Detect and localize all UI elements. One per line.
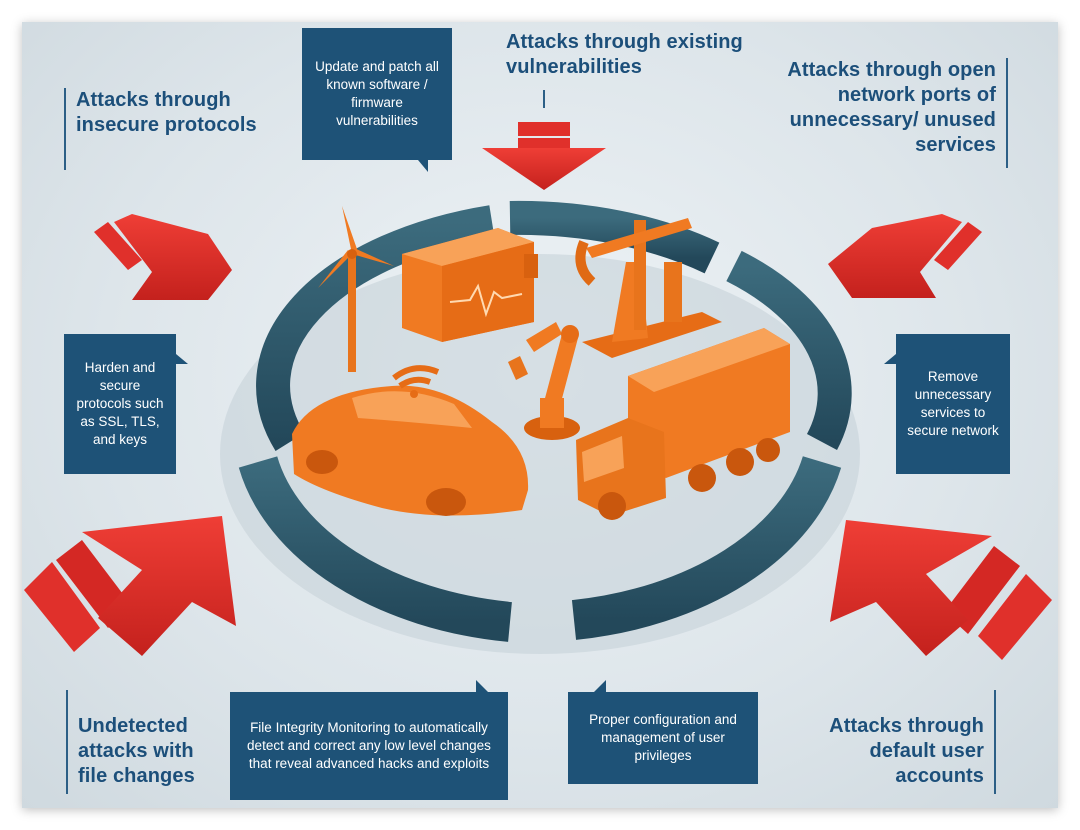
threat-arrows — [24, 122, 1052, 660]
box-harden-protocols-text: Harden and secure protocols such as SSL,… — [76, 360, 164, 447]
ring-segment-top-left — [256, 205, 495, 451]
label-insecure-protocols-text: Attacks through insecure protocols — [76, 89, 257, 136]
box-harden-protocols: Harden and secure protocols such as SSL,… — [64, 334, 176, 474]
box-file-integrity: File Integrity Monitoring to automatical… — [230, 692, 508, 800]
label-undetected-file-changes: Undetected attacks with file changes — [66, 690, 226, 794]
label-existing-vulnerabilities-tick — [543, 90, 545, 108]
oil-pump-icon — [575, 218, 722, 358]
car-icon — [292, 385, 529, 516]
label-open-ports: Attacks through open network ports of un… — [772, 58, 1008, 168]
ring-segment-top — [509, 200, 720, 274]
arrow-top-right — [828, 214, 982, 298]
box-user-privileges: Proper configuration and management of u… — [568, 692, 758, 784]
label-default-accounts-text: Attacks through default user accounts — [829, 715, 984, 787]
ring-segment-bottom-left — [238, 456, 512, 642]
box-user-privileges-text: Proper configuration and management of u… — [589, 712, 737, 763]
arrow-top-left — [94, 214, 232, 300]
box-update-patch-text: Update and patch all known software / fi… — [315, 59, 439, 128]
arrow-bottom-right — [830, 520, 1052, 660]
arrow-top — [482, 122, 606, 190]
wind-turbine-icon — [318, 206, 394, 372]
diagram-scene — [24, 122, 1052, 660]
robot-arm-icon — [508, 322, 580, 440]
arrow-bottom-left — [24, 516, 236, 656]
box-file-integrity-tail — [476, 680, 488, 692]
box-harden-protocols-tail — [176, 354, 188, 364]
diagram-frame: Attacks through insecure protocols Attac… — [22, 22, 1058, 808]
label-undetected-file-changes-text: Undetected attacks with file changes — [78, 715, 195, 787]
box-update-patch: Update and patch all known software / fi… — [302, 28, 452, 160]
security-ring — [238, 200, 852, 642]
box-user-privileges-tail — [594, 680, 606, 692]
box-remove-services-text: Remove unnecessary services to secure ne… — [907, 369, 999, 438]
devices — [292, 206, 790, 520]
label-insecure-protocols: Attacks through insecure protocols — [64, 88, 276, 170]
ring-segment-right — [726, 250, 852, 450]
label-default-accounts: Attacks through default user accounts — [812, 690, 996, 794]
label-existing-vulnerabilities-text: Attacks through existing vulnerabilities — [506, 31, 743, 78]
truck-icon — [576, 328, 790, 520]
label-open-ports-text: Attacks through open network ports of un… — [787, 59, 996, 156]
box-update-patch-tail — [418, 160, 428, 172]
ring-segment-bottom-right — [571, 455, 842, 640]
monitor-icon — [402, 228, 538, 342]
box-file-integrity-text: File Integrity Monitoring to automatical… — [247, 720, 491, 771]
box-remove-services: Remove unnecessary services to secure ne… — [896, 334, 1010, 474]
wifi-icon — [392, 365, 440, 398]
label-existing-vulnerabilities: Attacks through existing vulnerabilities — [506, 30, 746, 80]
box-remove-services-tail — [884, 354, 896, 364]
